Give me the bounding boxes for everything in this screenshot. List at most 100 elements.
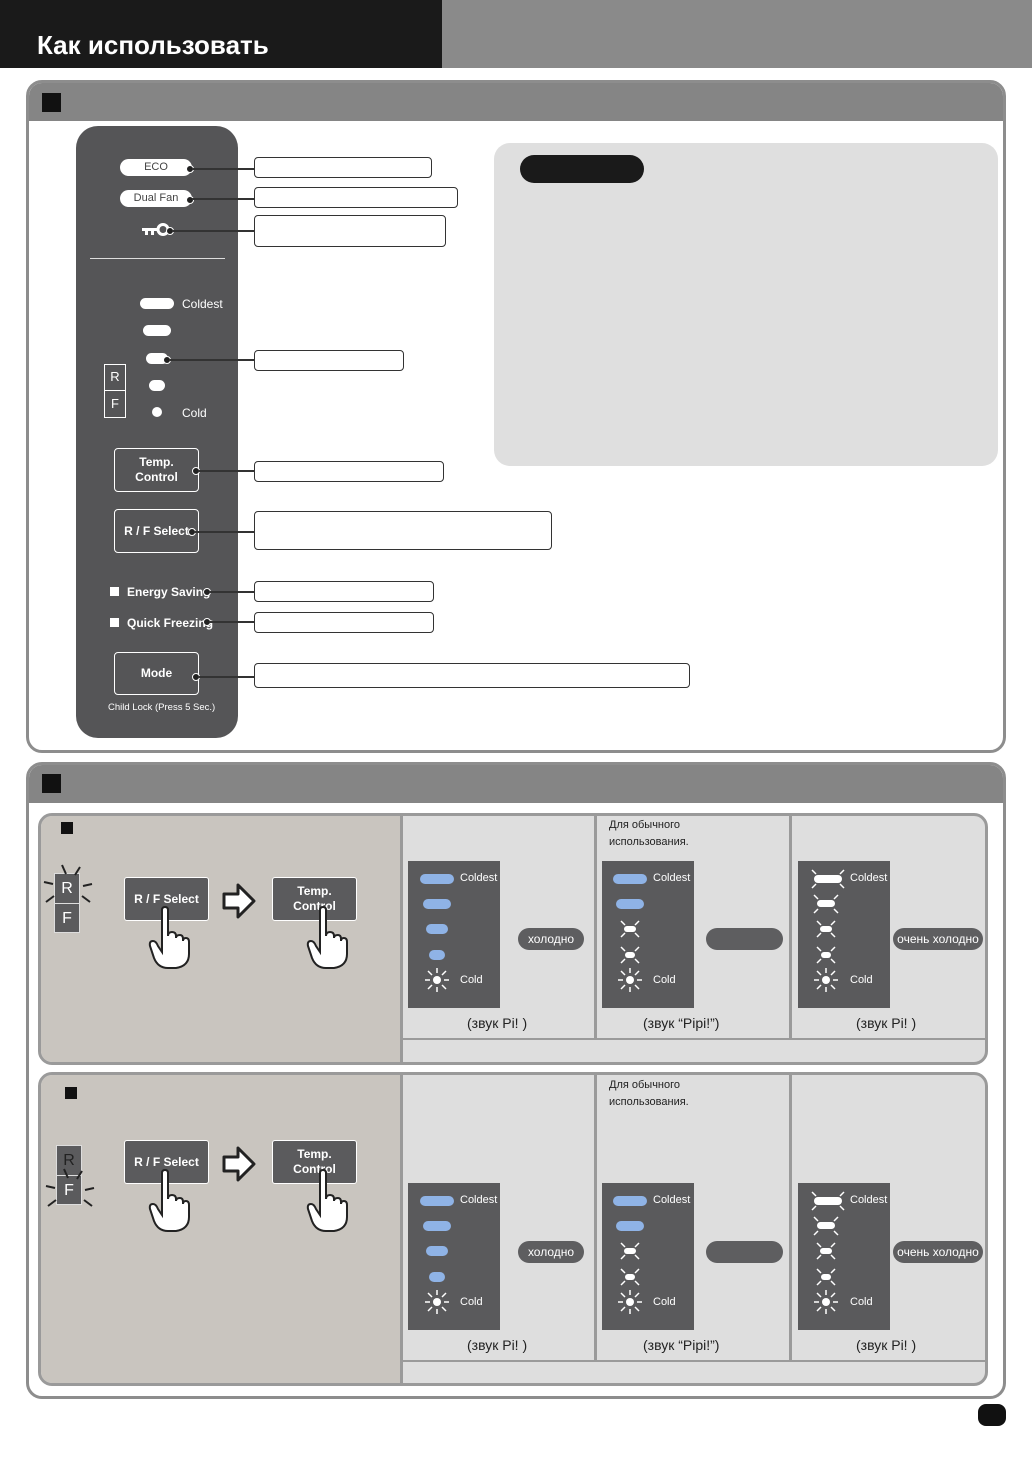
very-cold-tag: очень холодно bbox=[893, 928, 983, 950]
temp-control-button[interactable]: Temp. Control bbox=[114, 448, 199, 492]
normal-tag bbox=[706, 1241, 783, 1263]
led-3 bbox=[426, 924, 448, 934]
energy-saving-led bbox=[110, 587, 119, 596]
led-1 bbox=[420, 874, 454, 884]
flashing-led-icon bbox=[620, 920, 640, 938]
temp-led-5 bbox=[152, 407, 162, 417]
temp-control-button[interactable]: Temp. Control bbox=[272, 1140, 357, 1184]
normal-use-note-line2: использования. bbox=[609, 836, 689, 848]
temp-led-4 bbox=[149, 380, 165, 391]
normal-use-note-line1: Для обычного bbox=[609, 1079, 681, 1091]
led-2 bbox=[616, 899, 644, 909]
leader-dot bbox=[186, 196, 194, 204]
rf-select-button[interactable]: R / F Select bbox=[114, 509, 199, 553]
sound-label: (звук “Pipi!”) bbox=[643, 1015, 720, 1031]
child-lock-label: Child Lock (Press 5 Sec.) bbox=[108, 702, 216, 713]
flashing-led-icon bbox=[620, 946, 640, 964]
led-panel bbox=[408, 1183, 500, 1330]
temp-line1: Temp. bbox=[297, 1147, 332, 1161]
leader-line bbox=[209, 621, 254, 623]
flash-rays-icon bbox=[45, 1168, 95, 1207]
leader-line bbox=[209, 591, 254, 593]
temp-control-line1: Temp. bbox=[139, 455, 174, 469]
flashing-led-icon bbox=[618, 1290, 642, 1314]
pointing-hand-icon bbox=[148, 1169, 190, 1232]
led-panel bbox=[798, 1183, 890, 1330]
flashing-led-icon bbox=[816, 1268, 836, 1286]
flashing-led-icon bbox=[813, 894, 839, 914]
rf-select-label: R / F Select bbox=[124, 523, 189, 538]
leader-line bbox=[169, 359, 254, 361]
led-4 bbox=[429, 1272, 445, 1282]
header-bar-right bbox=[442, 0, 1032, 68]
scale-coldest-label: Coldest bbox=[182, 297, 223, 311]
cold-tag: холодно bbox=[518, 928, 584, 950]
led-cold-label: Cold bbox=[653, 1296, 676, 1308]
callout-key bbox=[254, 215, 446, 247]
sound-label: (звук Pi! ) bbox=[856, 1337, 917, 1353]
quick-freezing-led bbox=[110, 618, 119, 627]
flashing-led-icon bbox=[811, 1191, 845, 1211]
led-2 bbox=[423, 1221, 451, 1231]
flashing-led-icon bbox=[425, 1290, 449, 1314]
pointing-hand-icon bbox=[306, 906, 348, 969]
leader-line bbox=[194, 531, 254, 533]
sound-label: (звук “Pipi!”) bbox=[643, 1337, 720, 1353]
normal-use-note-line1: Для обычного bbox=[609, 819, 681, 831]
rf-r: R bbox=[105, 365, 125, 391]
led-1 bbox=[613, 1196, 647, 1206]
led-cold-label: Cold bbox=[850, 974, 873, 986]
callout-eco bbox=[254, 157, 432, 178]
rf-f: F bbox=[64, 1182, 74, 1199]
divider bbox=[789, 1075, 792, 1362]
mode-button[interactable]: Mode bbox=[114, 652, 199, 695]
flashing-led-icon bbox=[618, 968, 642, 992]
flashing-led-icon bbox=[620, 1242, 640, 1260]
quick-freezing-label: Quick Freezing bbox=[127, 616, 214, 630]
led-coldest-label: Coldest bbox=[850, 1194, 888, 1206]
temp-control-line2: Control bbox=[135, 470, 178, 484]
callout-quick-freezing bbox=[254, 612, 434, 633]
normal-use-note-line2: использования. bbox=[609, 1096, 689, 1108]
temp-led-1 bbox=[140, 298, 174, 309]
arrow-right-icon bbox=[222, 1146, 256, 1182]
arrow-right-icon bbox=[222, 883, 256, 919]
rf-r: R bbox=[57, 1146, 81, 1176]
divider bbox=[789, 816, 792, 1040]
section-header-bar bbox=[29, 83, 1003, 121]
led-panel bbox=[408, 861, 500, 1008]
sound-label: (звук Pi! ) bbox=[856, 1015, 917, 1031]
very-cold-tag: очень холодно bbox=[893, 1241, 983, 1263]
temp-led-2 bbox=[143, 325, 171, 336]
callout-temp-control bbox=[254, 461, 444, 482]
section-marker bbox=[42, 774, 61, 793]
divider-h bbox=[400, 1038, 985, 1040]
pointing-hand-icon bbox=[306, 1169, 348, 1232]
led-panel bbox=[798, 861, 890, 1008]
energy-saving-label: Energy Saving bbox=[127, 585, 211, 599]
control-panel bbox=[76, 126, 238, 738]
flash-rays-icon bbox=[43, 864, 93, 903]
flashing-led-icon bbox=[813, 1216, 839, 1236]
pointing-hand-icon bbox=[148, 906, 190, 969]
rf-indicator: R F bbox=[104, 364, 126, 418]
page-title: Как использовать bbox=[37, 30, 269, 60]
led-2 bbox=[423, 899, 451, 909]
led-1 bbox=[613, 874, 647, 884]
page-number-tab bbox=[978, 1404, 1006, 1426]
rf-select-label: R / F Select bbox=[134, 891, 199, 906]
dual-fan-indicator: Dual Fan bbox=[120, 190, 192, 207]
led-panel bbox=[602, 1183, 694, 1330]
temp-control-button[interactable]: Temp. Control bbox=[272, 877, 357, 921]
led-1 bbox=[420, 1196, 454, 1206]
header-bar bbox=[0, 0, 442, 68]
step-marker bbox=[65, 1087, 77, 1099]
rf-f: F bbox=[111, 396, 119, 411]
divider bbox=[594, 816, 597, 1040]
callout-mode bbox=[254, 663, 690, 688]
divider bbox=[594, 1075, 597, 1362]
callout-energy-saving bbox=[254, 581, 434, 602]
led-4 bbox=[429, 950, 445, 960]
led-cold-label: Cold bbox=[460, 1296, 483, 1308]
flashing-led-icon bbox=[816, 920, 836, 938]
